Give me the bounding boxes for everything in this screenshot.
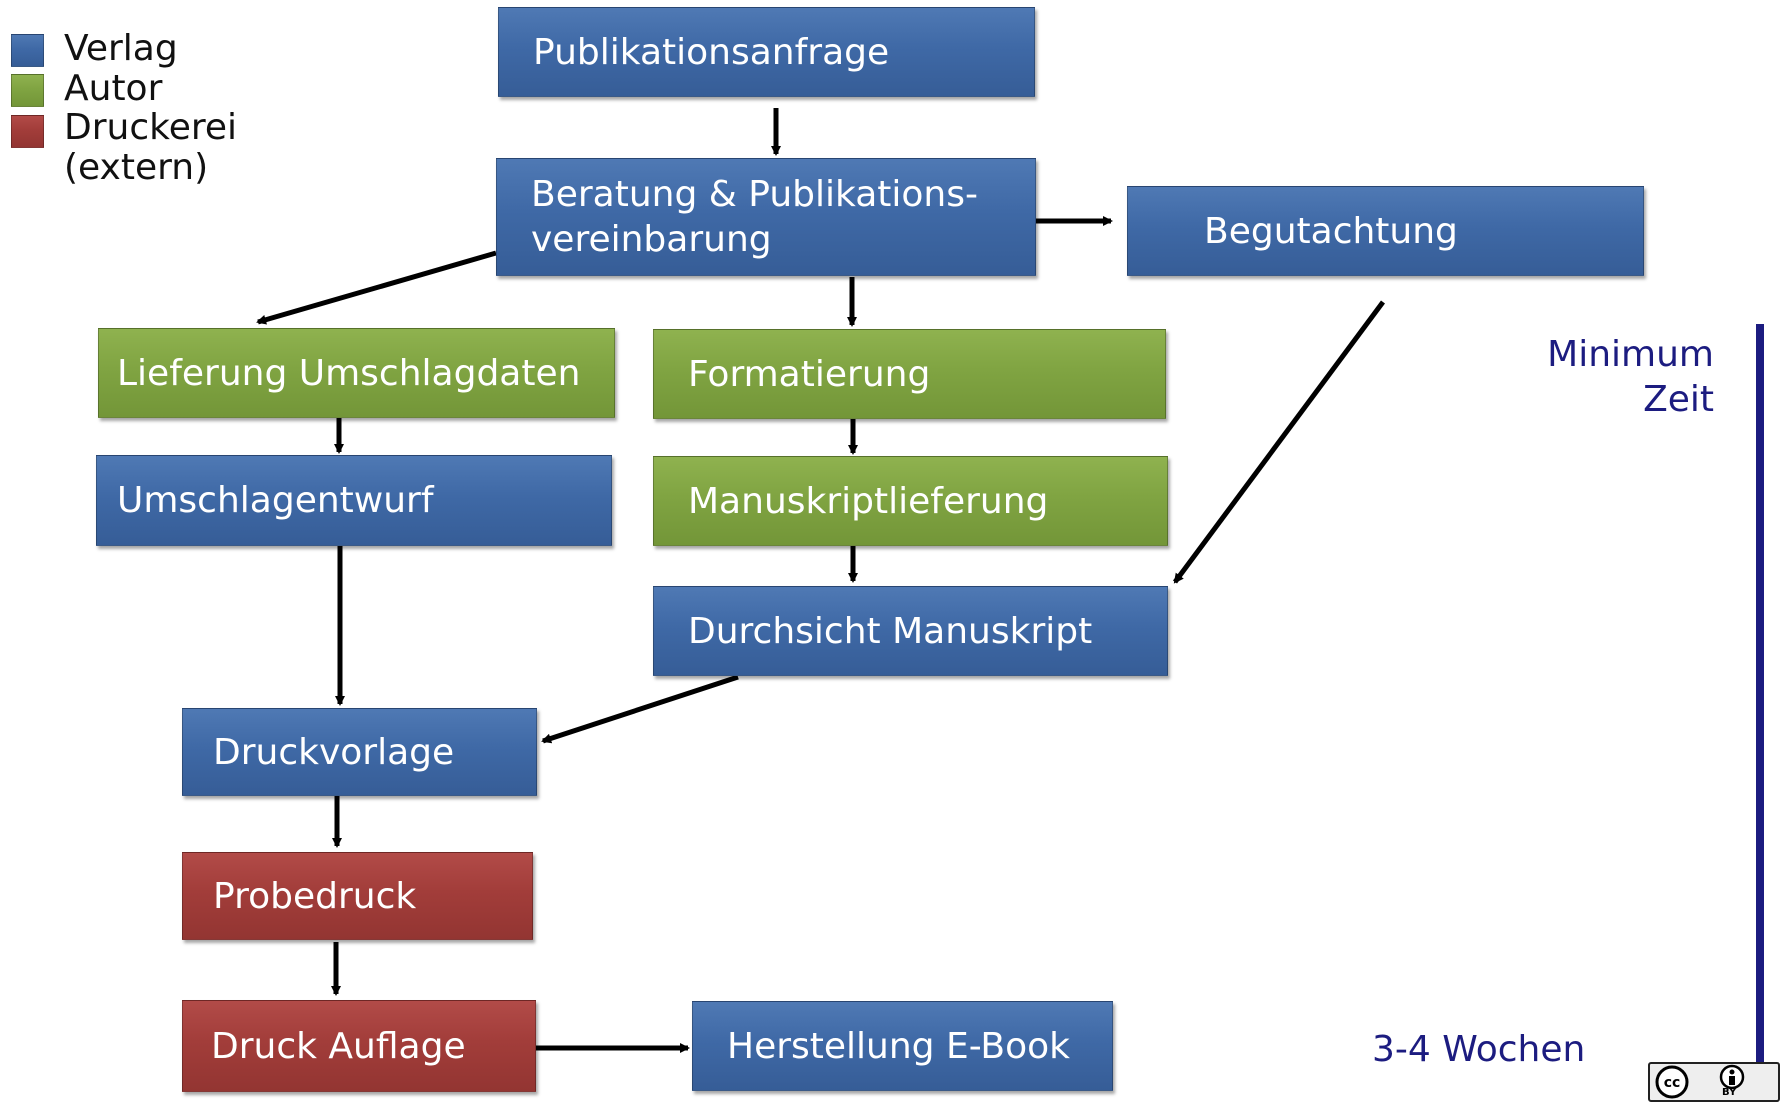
svg-text:cc: cc xyxy=(1664,1075,1681,1091)
node-label: Formatierung xyxy=(688,353,931,395)
node-label: Druckvorlage xyxy=(213,731,455,773)
legend-label-autor: Autor xyxy=(64,68,163,109)
node-label: Durchsicht Manuskript xyxy=(688,610,1093,652)
cc-by-label: BY xyxy=(1722,1087,1737,1098)
node-umschlagentwurf: Umschlagentwurf xyxy=(96,455,612,546)
node-probedruck: Probedruck xyxy=(182,852,533,940)
node-begutachtung: Begutachtung xyxy=(1127,186,1644,276)
node-lieferung-umschlagdaten: Lieferung Umschlagdaten xyxy=(98,328,615,418)
node-label: Umschlagentwurf xyxy=(117,480,434,521)
node-label: Publikationsanfrage xyxy=(533,31,890,73)
node-label: Beratung & Publikations- vereinbarung xyxy=(531,174,978,260)
node-druck-auflage: Druck Auflage xyxy=(182,1000,536,1092)
legend-swatch-druckerei xyxy=(11,115,44,148)
legend-swatch-verlag xyxy=(11,34,44,67)
node-beratung: Beratung & Publikations- vereinbarung xyxy=(496,158,1036,276)
legend-label-verlag: Verlag xyxy=(64,28,178,69)
node-label: Manuskriptlieferung xyxy=(688,480,1049,522)
node-manuskriptlieferung: Manuskriptlieferung xyxy=(653,456,1168,546)
legend-swatch-autor xyxy=(11,74,44,107)
node-publikationsanfrage: Publikationsanfrage xyxy=(498,7,1035,97)
arrow-durchsicht-druckvorlage xyxy=(541,674,739,744)
node-label: Herstellung E-Book xyxy=(727,1025,1071,1067)
legend-label-druckerei: Druckerei (extern) xyxy=(64,107,238,188)
node-formatierung: Formatierung xyxy=(653,329,1166,419)
node-label: Begutachtung xyxy=(1204,210,1458,252)
cc-by-icon: cc xyxy=(1655,1064,1745,1099)
node-druckvorlage: Druckvorlage xyxy=(182,708,537,796)
arrow-beratung-lieferung xyxy=(256,250,497,325)
node-herstellung-ebook: Herstellung E-Book xyxy=(692,1001,1113,1091)
cc-by-badge: cc BY xyxy=(1648,1062,1780,1102)
timeline-start-label: Minimum Zeit xyxy=(1547,334,1714,420)
node-durchsicht-manuskript: Durchsicht Manuskript xyxy=(653,586,1168,676)
node-label: Probedruck xyxy=(213,875,417,917)
node-label: Druck Auflage xyxy=(211,1025,466,1067)
arrow-begutachtung-durchsicht xyxy=(1172,300,1386,584)
timeline-end-label: 3-4 Wochen xyxy=(1372,1029,1586,1070)
node-label: Lieferung Umschlagdaten xyxy=(117,352,581,394)
